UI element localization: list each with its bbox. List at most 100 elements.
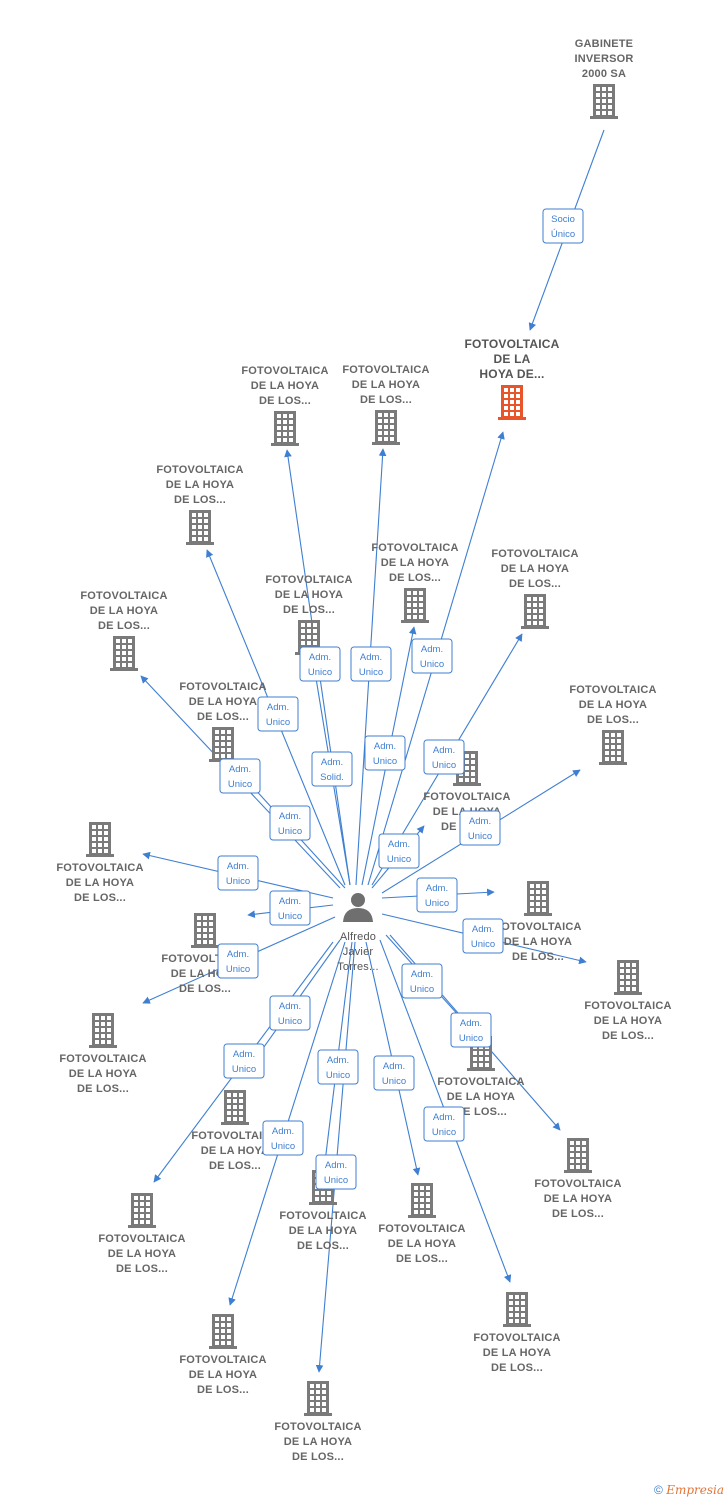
edge-label-line: Unico	[425, 898, 449, 909]
edge-label-n21[interactable]: Adm. Unico	[317, 1049, 359, 1085]
edge-label-line: Adm.	[279, 811, 301, 822]
edge-label-n16[interactable]: Adm. Unico	[217, 943, 259, 979]
edge-label-n22[interactable]: Adm.Unico	[373, 1055, 415, 1091]
edge-label-n11[interactable]: Adm.Unico	[378, 833, 420, 869]
node-label-line: DE LA HOYA	[504, 936, 572, 948]
node-label-line: DE LOS...	[509, 578, 561, 590]
edge-label-n3[interactable]: Adm.Unico	[350, 646, 392, 682]
node-label-line: FOTOVOLTAICA	[473, 1332, 560, 1344]
edge-label-n10[interactable]: Adm.Unico	[459, 810, 501, 846]
edge-label-line: Adm.	[327, 1055, 349, 1066]
edge-label-n6[interactable]: Adm.Solid.	[311, 751, 353, 787]
edge-label-n24[interactable]: Adm.Unico	[262, 1120, 304, 1156]
edge-label-line: Solid.	[320, 772, 344, 783]
node-label-line: HOYA DE...	[479, 367, 544, 381]
edge-label-n9[interactable]: Adm. Unico	[269, 805, 311, 841]
edge-label-n19[interactable]: Adm. Unico	[450, 1012, 492, 1048]
edge-label-line: Unico	[228, 779, 252, 790]
node-label-line: GABINETE	[575, 38, 633, 50]
building-icon	[503, 1292, 531, 1327]
building-icon	[564, 1138, 592, 1173]
building-icon	[86, 822, 114, 857]
edge-label-n17[interactable]: Adm.Unico	[401, 963, 443, 999]
brand-logo-text[interactable]: Empresia	[666, 1483, 724, 1497]
building-icon	[221, 1090, 249, 1125]
edge-label-line: Adm.	[227, 949, 249, 960]
building-icon	[614, 960, 642, 995]
footer-credit: © Empresia	[654, 1483, 724, 1497]
node-label-line: FOTOVOLTAICA	[59, 1053, 146, 1065]
edge-label-line: Unico	[382, 1076, 406, 1087]
node-label-line: FOTOVOLTAICA	[534, 1178, 621, 1190]
node-label-line: DE LOS...	[116, 1263, 168, 1275]
node-label-line: DE LOS...	[389, 572, 441, 584]
edge-label-line: Unico	[326, 1070, 350, 1081]
edge-label-line: Adm.	[233, 1049, 255, 1060]
edge-label-n13[interactable]: Adm.Unico	[416, 877, 458, 913]
edge-label-n1[interactable]: Adm.Unico	[411, 638, 453, 674]
building-icon	[110, 636, 138, 671]
edge-label-n25[interactable]: Adm.Unico	[315, 1154, 357, 1190]
edge-label-line: Unico	[226, 964, 250, 975]
edge-label-n18[interactable]: Adm.Unico	[269, 995, 311, 1031]
edge-label-line: Unico	[266, 717, 290, 728]
edge-label-line: Unico	[432, 1127, 456, 1138]
edge-label-n15[interactable]: Adm.Unico	[462, 918, 504, 954]
edge-label-n2[interactable]: Adm.Unico	[299, 646, 341, 682]
edge-label-n12[interactable]: Adm.Unico	[217, 855, 259, 891]
node-label-line: DE LOS...	[174, 494, 226, 506]
node-label-line: DE LOS...	[360, 394, 412, 406]
node-label-line: DE LA	[494, 352, 531, 366]
edge-label-line: Unico	[459, 1033, 483, 1044]
node-label-line: FOTOVOLTAICA	[274, 1421, 361, 1433]
node-label-line: DE LA HOYA	[251, 380, 319, 392]
edge-label-n8[interactable]: Adm.Unico	[423, 739, 465, 775]
edge-label-line: Adm.	[433, 1112, 455, 1123]
node-label-line: Alfredo	[340, 931, 376, 943]
node-label-line: DE LA HOYA	[381, 557, 449, 569]
edge-label-line: Adm.	[460, 1018, 482, 1029]
edge-label-line: Unico	[278, 826, 302, 837]
building-icon	[521, 594, 549, 629]
node-label-line: DE LA HOYA	[352, 379, 420, 391]
node-label-line: FOTOVOLTAICA	[437, 1076, 524, 1088]
node-label-line: 2000 SA	[582, 68, 626, 80]
edge-label-n7[interactable]: Adm.Unico	[364, 735, 406, 771]
person-node[interactable]: AlfredoJavierTorres...	[337, 893, 379, 973]
edge-label-n4[interactable]: Adm.Unico	[257, 696, 299, 732]
edge-label-line: Unico	[278, 911, 302, 922]
edge-label-n5[interactable]: Adm.Unico	[219, 758, 261, 794]
edge-label-n23[interactable]: Adm. Unico	[423, 1106, 465, 1142]
edge-label-n20[interactable]: Adm.Unico	[223, 1043, 265, 1079]
building-icon	[209, 727, 237, 762]
edge-label-n14[interactable]: Adm.Unico	[269, 890, 311, 926]
